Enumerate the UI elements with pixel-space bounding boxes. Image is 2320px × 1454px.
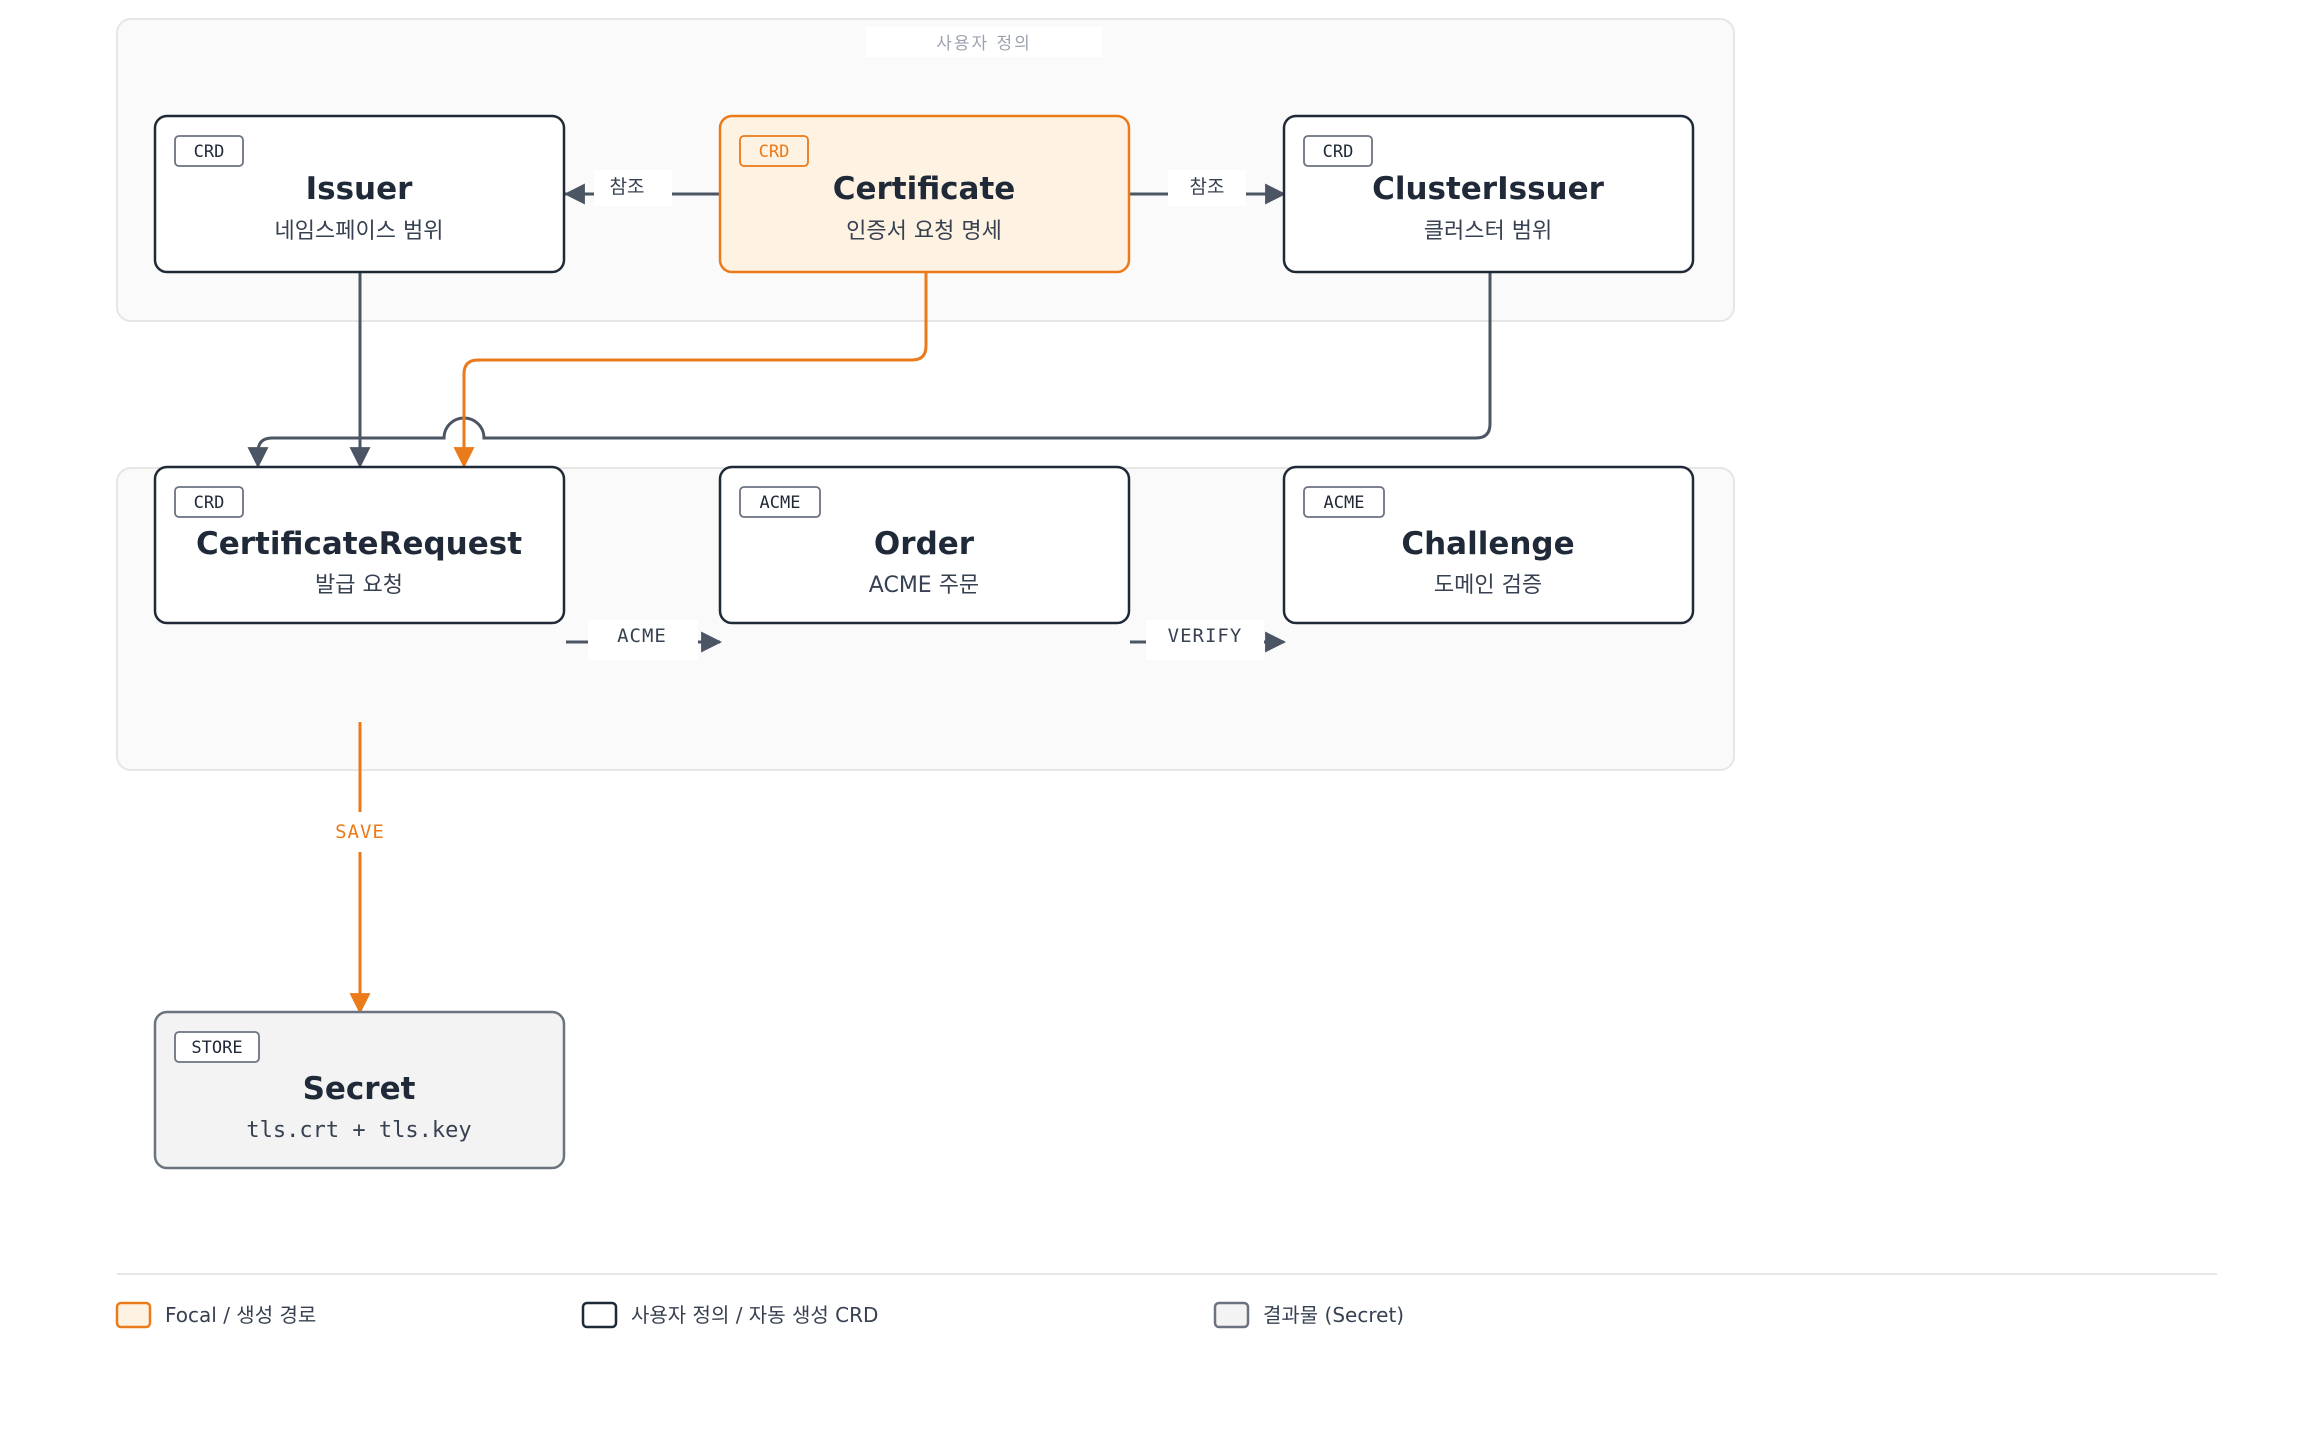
node-certificate-title: Certificate xyxy=(833,171,1016,207)
legend-swatch-focal xyxy=(115,1301,152,1329)
node-issuer-box xyxy=(153,114,566,274)
edge-label-bg-verify xyxy=(1146,620,1264,660)
node-certificate-request-badge-text: CRD xyxy=(194,493,225,513)
node-challenge-box xyxy=(1282,465,1695,625)
node-certificate-badge-text: CRD xyxy=(759,142,790,162)
node-certificate-subtitle: 인증서 요청 명세 xyxy=(846,219,1002,244)
node-certificate[interactable]: CRD Certificate 인증서 요청 명세 xyxy=(718,114,1131,274)
node-order-title: Order xyxy=(874,526,975,562)
group-label-user-defined: 사용자 정의 xyxy=(936,34,1032,54)
node-secret-subtitle: tls.crt + tls.key xyxy=(246,1118,471,1143)
node-issuer[interactable]: CRD Issuer 네임스페이스 범위 xyxy=(153,114,566,274)
legend-item-result: 결과물 (Secret) xyxy=(1213,1301,1404,1329)
node-issuer-badge xyxy=(174,135,244,167)
node-order-box xyxy=(718,465,1131,625)
node-order-subtitle: ACME 주문 xyxy=(869,573,979,598)
node-certificate-box xyxy=(718,114,1131,274)
edge-label-bg-save xyxy=(320,812,400,852)
node-cluster-issuer[interactable]: CRD ClusterIssuer 클러스터 범위 xyxy=(1282,114,1695,274)
node-issuer-subtitle: 네임스페이스 범위 xyxy=(275,219,444,244)
legend-item-crd: 사용자 정의 / 자동 생성 CRD xyxy=(581,1301,878,1329)
node-secret-badge-text: STORE xyxy=(191,1038,242,1058)
node-cluster-issuer-title: ClusterIssuer xyxy=(1372,171,1605,207)
legend-swatch-crd xyxy=(581,1301,618,1329)
node-certificate-request-box xyxy=(153,465,566,625)
node-cluster-issuer-badge-text: CRD xyxy=(1323,142,1354,162)
node-issuer-title: Issuer xyxy=(306,171,414,207)
node-cluster-issuer-box xyxy=(1282,114,1695,274)
node-certificate-request-badge xyxy=(174,486,244,518)
node-challenge-badge-text: ACME xyxy=(1324,493,1365,513)
node-certificate-badge xyxy=(739,135,809,167)
edge-label-cert-cluster: 참조 xyxy=(1190,176,1225,198)
node-issuer-badge-text: CRD xyxy=(194,142,225,162)
node-secret[interactable]: STORE Secret tls.crt + tls.key xyxy=(153,1010,566,1170)
legend-label-focal: Focal / 생성 경로 xyxy=(165,1303,316,1327)
edge-label-save: SAVE xyxy=(335,821,385,843)
legend-label-result: 결과물 (Secret) xyxy=(1263,1303,1404,1327)
node-order-badge-text: ACME xyxy=(760,493,801,513)
node-order-badge xyxy=(739,486,821,518)
edge-certificate-to-request xyxy=(453,273,928,469)
node-certificate-request-subtitle: 발급 요청 xyxy=(315,573,403,598)
node-certificate-request-title: CertificateRequest xyxy=(196,526,522,562)
node-challenge-subtitle: 도메인 검증 xyxy=(1434,573,1542,598)
edge-label-bg-issuer xyxy=(594,170,672,206)
node-cluster-issuer-badge xyxy=(1303,135,1373,167)
edge-label-bg-acme xyxy=(588,620,698,660)
node-challenge[interactable]: ACME Challenge 도메인 검증 xyxy=(1282,465,1695,625)
node-secret-title: Secret xyxy=(303,1071,416,1107)
edge-label-cert-issuer: 참조 xyxy=(610,176,645,198)
node-challenge-badge xyxy=(1303,486,1385,518)
node-order[interactable]: ACME Order ACME 주문 xyxy=(718,465,1131,625)
group-label-bg xyxy=(866,27,1102,57)
node-challenge-title: Challenge xyxy=(1401,526,1574,562)
legend-swatch-result xyxy=(1213,1301,1250,1329)
edge-label-acme: ACME xyxy=(617,625,667,647)
node-secret-badge xyxy=(174,1031,260,1063)
edge-label-bg-cluster xyxy=(1168,170,1246,206)
node-certificate-request[interactable]: CRD CertificateRequest 발급 요청 xyxy=(153,465,566,625)
node-cluster-issuer-subtitle: 클러스터 범위 xyxy=(1424,219,1552,244)
legend-item-focal: Focal / 생성 경로 xyxy=(115,1301,316,1329)
edge-label-verify: VERIFY xyxy=(1168,625,1243,647)
legend-label-crd: 사용자 정의 / 자동 생성 CRD xyxy=(631,1303,878,1327)
